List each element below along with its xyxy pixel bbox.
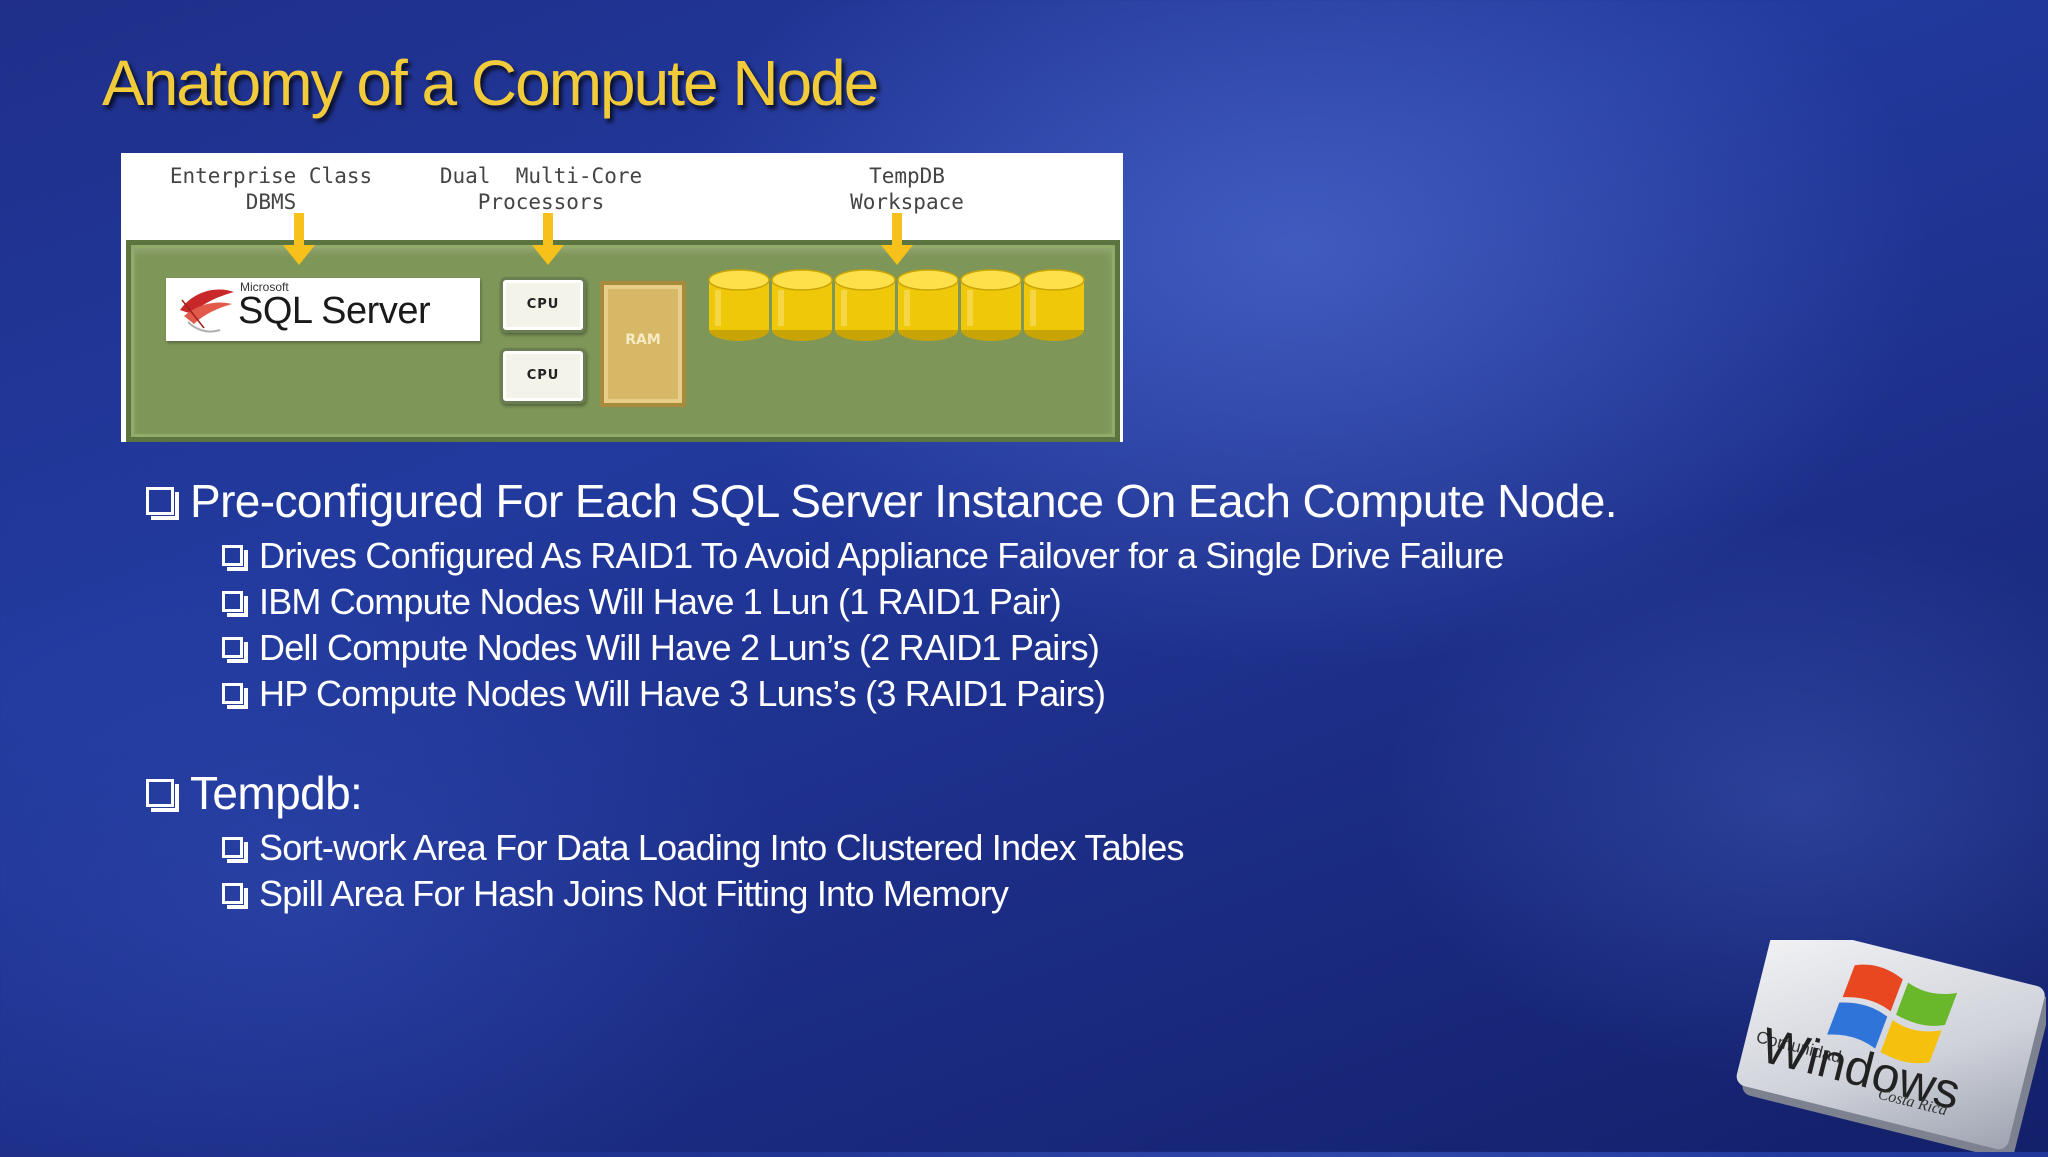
- caption-tempdb: TempDB Workspace: [850, 164, 964, 214]
- sub-bullet-spill: Spill Area For Hash Joins Not Fitting In…: [222, 873, 1009, 915]
- sub-bullet-dell: Dell Compute Nodes Will Have 2 Lun’s (2 …: [222, 627, 1100, 669]
- sub-bullet-raid1: Drives Configured As RAID1 To Avoid Appl…: [222, 535, 1504, 577]
- checkbox-bullet-icon: [146, 486, 179, 520]
- caption-processors: Dual Multi-Core Processors: [439, 164, 643, 214]
- sub-bullet-hp: HP Compute Nodes Will Have 3 Luns’s (3 R…: [222, 673, 1106, 715]
- windows-flag-icon: [1827, 964, 1958, 1064]
- tempdb-disk-icon: [960, 269, 1022, 341]
- bullet-tempdb: Tempdb:: [146, 766, 363, 820]
- ram-module: RAM: [600, 281, 686, 407]
- sql-server-emblem-icon: [180, 289, 234, 333]
- comunidad-windows-logo: Comunidad Windows Costa Rica: [1716, 922, 2048, 1157]
- sub-bullet-ibm: IBM Compute Nodes Will Have 1 Lun (1 RAI…: [222, 581, 1062, 623]
- cpu-chip-1: CPU: [500, 277, 586, 333]
- tempdb-disk-icon: [834, 269, 896, 341]
- checkbox-bullet-icon: [222, 836, 248, 863]
- sql-server-logo: Microsoft SQL Server: [166, 278, 480, 341]
- slide-title: Anatomy of a Compute Node: [102, 47, 879, 119]
- bullet-preconfigured: Pre-configured For Each SQL Server Insta…: [146, 474, 1618, 528]
- sql-logo-name: SQL Server: [238, 290, 431, 332]
- tempdb-disk-icon: [1023, 269, 1085, 341]
- checkbox-bullet-icon: [222, 590, 248, 617]
- sub-bullet-sortwork: Sort-work Area For Data Loading Into Clu…: [222, 827, 1184, 869]
- sql-logo-brand: Microsoft: [240, 280, 289, 294]
- tempdb-disk-icon: [771, 269, 833, 341]
- checkbox-bullet-icon: [222, 544, 248, 571]
- caption-dbms: Enterprise Class DBMS: [169, 164, 373, 214]
- checkbox-bullet-icon: [222, 682, 248, 709]
- tempdb-disk-icon: [708, 269, 770, 341]
- checkbox-bullet-icon: [146, 778, 179, 812]
- checkbox-bullet-icon: [222, 636, 248, 663]
- checkbox-bullet-icon: [222, 882, 248, 909]
- cpu-chip-2: CPU: [500, 348, 586, 404]
- compute-node-diagram: Enterprise Class DBMS Dual Multi-Core Pr…: [121, 153, 1123, 442]
- tempdb-disk-icon: [897, 269, 959, 341]
